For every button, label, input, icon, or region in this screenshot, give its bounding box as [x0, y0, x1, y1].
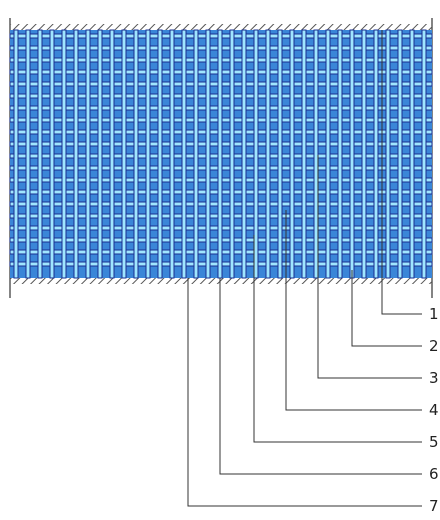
- mesh-vertical-bar: [421, 29, 427, 279]
- callout-label-5: 5: [429, 433, 439, 451]
- mesh-vertical-bar: [349, 29, 355, 279]
- callout-label-1: 1: [429, 305, 439, 323]
- mesh-vertical-bar: [241, 29, 247, 279]
- mesh-vertical-bar: [73, 29, 79, 279]
- mesh-vertical-bar: [205, 29, 211, 279]
- mesh-vertical-bar: [85, 29, 91, 279]
- callout-label-3: 3: [429, 369, 439, 387]
- mesh-vertical-bar: [373, 29, 379, 279]
- mesh-vertical-bar: [409, 29, 415, 279]
- mesh-vertical-bar: [169, 29, 175, 279]
- callout-label-6: 6: [429, 465, 439, 483]
- mesh-vertical-bar: [385, 29, 391, 279]
- mesh-vertical-bar: [145, 29, 151, 279]
- mesh-vertical-bar: [397, 29, 403, 279]
- mesh-vertical-bar: [313, 29, 319, 279]
- leader-line-4: [285, 210, 422, 411]
- mesh-vertical-bar: [229, 29, 235, 279]
- leader-line-7: [187, 278, 422, 507]
- mesh-vertical-bar: [157, 29, 163, 279]
- leader-line-6: [219, 278, 422, 475]
- mesh-vertical-bar: [301, 29, 307, 279]
- callout-label-4: 4: [429, 401, 439, 419]
- leader-line-1: [381, 30, 422, 315]
- leader-line-2: [351, 270, 422, 347]
- mesh-vertical-bar: [25, 29, 31, 279]
- mesh-vertical-bar: [289, 29, 295, 279]
- mesh-vertical-bar: [181, 29, 187, 279]
- mesh-vertical-bar: [109, 29, 115, 279]
- mesh-vertical-bar: [121, 29, 127, 279]
- callout-label-2: 2: [429, 337, 439, 355]
- mesh-vertical-bar: [37, 29, 43, 279]
- mesh-vertical-bar: [133, 29, 139, 279]
- mesh-vertical-bar: [49, 29, 55, 279]
- mesh-vertical-bar: [337, 29, 343, 279]
- mesh-vertical-bar: [277, 29, 283, 279]
- mesh-vertical-bar: [361, 29, 367, 279]
- mesh-vertical-bar: [193, 29, 199, 279]
- bottom-hatch-strip: [10, 278, 432, 284]
- mesh-vertical-bar: [325, 29, 331, 279]
- mesh-vertical-bar: [97, 29, 103, 279]
- mesh-vertical-bar: [61, 29, 67, 279]
- mesh-vertical-bar: [265, 29, 271, 279]
- mesh-vertical-bar: [13, 29, 19, 279]
- callout-label-7: 7: [429, 497, 439, 515]
- leader-line-3: [317, 155, 422, 379]
- top-hatch-strip: [10, 24, 432, 30]
- mesh-vertical-bar: [253, 29, 259, 279]
- mesh-grid: [9, 29, 433, 279]
- callout-leaders: 1 2 3 4 5 6 7: [187, 30, 439, 515]
- mesh-vertical-bar: [217, 29, 223, 279]
- leader-line-5: [253, 235, 422, 443]
